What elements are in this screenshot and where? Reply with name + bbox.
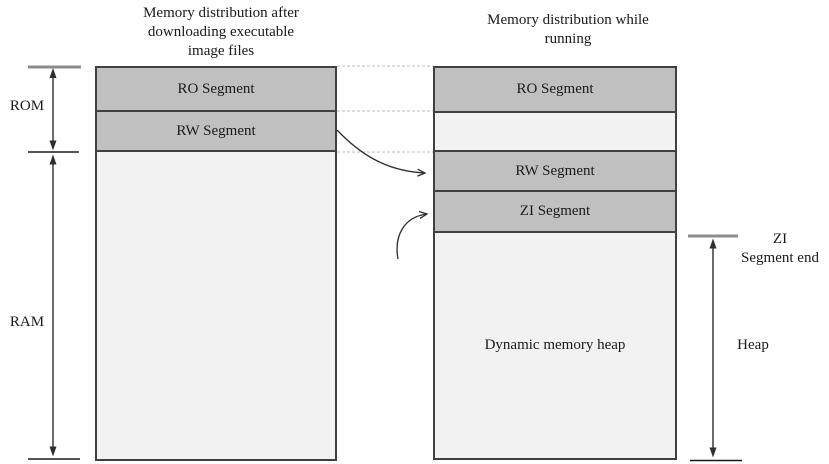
rw-relocation-arrow: [336, 129, 427, 177]
left-empty-ram-area: [97, 152, 335, 459]
zi-segment-end-line-2: Segment end: [741, 250, 819, 266]
rom-arrowhead-up: [49, 68, 57, 78]
right-heap-segment: Dynamic memory heap: [435, 233, 675, 458]
right-rw-segment: RW Segment: [435, 152, 675, 192]
left-title-line-2: downloading executable: [147, 24, 295, 40]
right-ro-segment: RO Segment: [435, 68, 675, 113]
right-title-line-1: Memory distribution while: [487, 12, 649, 28]
heap-label: Heap: [737, 337, 769, 353]
dashed-connector-lines: [337, 65, 433, 153]
heap-arrowhead-up: [709, 238, 717, 249]
right-memory-column: RO Segment RW Segment ZI Segment Dynamic…: [433, 66, 677, 460]
right-rw-segment-label: RW Segment: [515, 162, 595, 179]
right-gap-area: [435, 113, 675, 152]
right-ro-segment-label: RO Segment: [516, 81, 594, 97]
ram-extent-arrow: [28, 154, 80, 460]
left-title-line-1: Memory distribution after: [143, 5, 299, 21]
right-column-title: Memory distribution while running: [448, 11, 688, 49]
right-zi-segment-label: ZI Segment: [519, 203, 591, 219]
ram-arrowhead-down: [49, 446, 57, 457]
zi-segment-end-line-1: ZI: [772, 231, 788, 247]
rom-arrowhead-down: [49, 140, 57, 151]
heap-arrowhead-down: [709, 447, 717, 458]
left-memory-column: RO Segment RW Segment: [95, 66, 337, 461]
zi-segment-end-label: ZI Segment end: [725, 230, 829, 268]
rom-label: ROM: [9, 98, 45, 114]
left-rw-segment-label: RW Segment: [176, 122, 256, 139]
right-title-line-2: running: [544, 31, 592, 47]
left-column-title: Memory distribution after downloading ex…: [101, 4, 341, 61]
left-title-line-3: image files: [187, 43, 255, 59]
zi-relocation-arrow: [396, 210, 429, 260]
left-ro-segment: RO Segment: [97, 68, 335, 112]
ram-label: RAM: [9, 314, 45, 330]
left-ro-segment-label: RO Segment: [177, 80, 255, 97]
right-zi-segment: ZI Segment: [435, 192, 675, 233]
ram-arrowhead-up: [49, 154, 57, 165]
left-rw-segment: RW Segment: [97, 112, 335, 152]
right-heap-segment-label: Dynamic memory heap: [484, 337, 626, 353]
